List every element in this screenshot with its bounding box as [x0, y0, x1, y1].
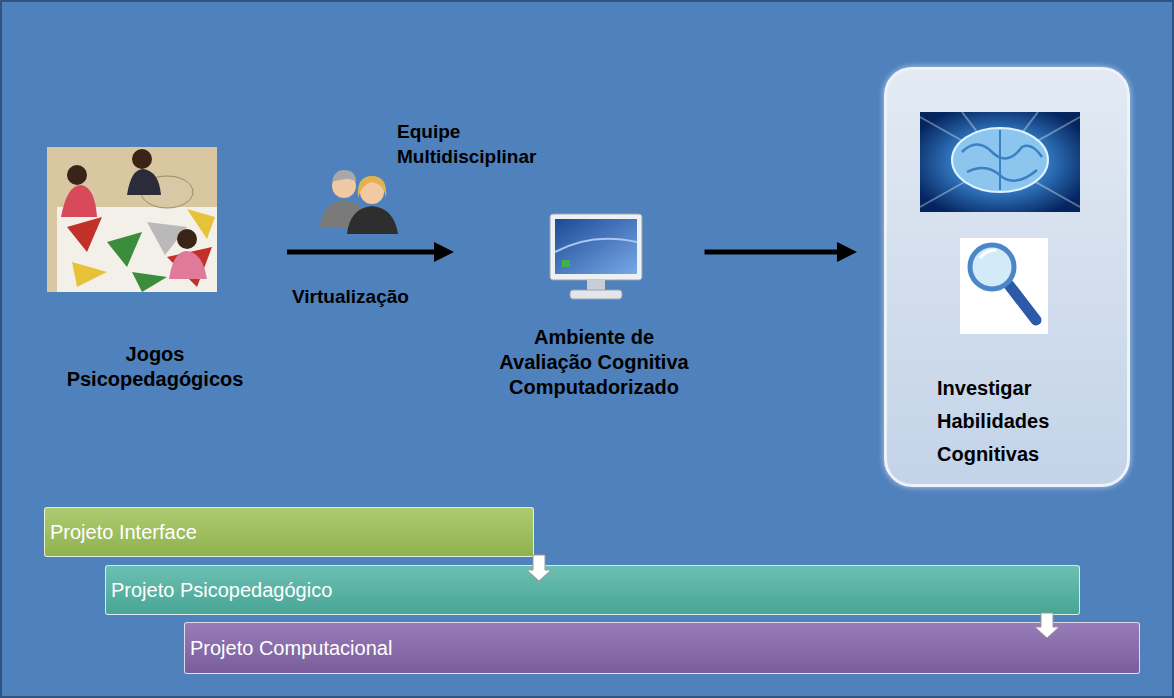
edge-label: Virtualização — [292, 284, 409, 309]
phase-bar: Projeto Interface — [44, 507, 534, 557]
children-photo — [47, 147, 217, 292]
team-icon — [320, 170, 398, 234]
phase-bar: Projeto Computacional — [184, 622, 1140, 674]
flow-arrow — [705, 250, 838, 255]
magnifier-image — [960, 238, 1048, 334]
node-label: Ambiente de Avaliação Cognitiva Computad… — [492, 325, 697, 400]
node-label: Investigar Habilidades Cognitivas — [937, 372, 1087, 471]
bar-label: Projeto Interface — [45, 520, 205, 544]
computer-icon — [550, 214, 642, 299]
team-label: Equipe Multidisciplinar — [397, 119, 562, 169]
node-label: Jogos Psicopedagógicos — [58, 342, 253, 392]
phase-bar: Projeto Psicopedagógico — [105, 565, 1080, 615]
bar-label: Projeto Psicopedagógico — [106, 578, 340, 602]
brain-image — [920, 112, 1080, 212]
flow-arrow — [287, 250, 434, 255]
bar-label: Projeto Computacional — [185, 636, 400, 660]
